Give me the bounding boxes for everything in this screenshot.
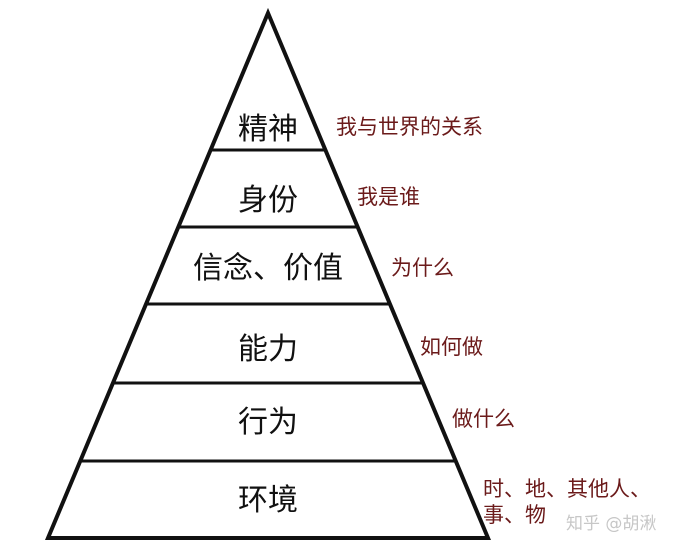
- level-note-capability: 如何做: [420, 335, 483, 359]
- level-note-environment-line2: 事、物: [483, 503, 546, 527]
- level-label-capability: 能力: [238, 332, 298, 367]
- level-label-spirit: 精神: [238, 112, 298, 147]
- level-note-beliefs-values: 为什么: [391, 256, 454, 280]
- level-note-spirit: 我与世界的关系: [336, 115, 483, 139]
- level-label-identity: 身份: [238, 183, 298, 218]
- level-label-environment: 环境: [238, 483, 298, 518]
- level-note-environment-line1: 时、地、其他人、: [483, 477, 651, 501]
- pyramid-outline: [44, 7, 492, 540]
- level-note-behavior: 做什么: [452, 407, 515, 431]
- level-label-beliefs-values: 信念、价值: [193, 251, 343, 286]
- level-label-behavior: 行为: [238, 405, 298, 440]
- watermark-text: 知乎 @胡湫: [566, 514, 656, 534]
- pyramid-dividers: [80, 148, 456, 463]
- level-note-identity: 我是谁: [357, 185, 420, 209]
